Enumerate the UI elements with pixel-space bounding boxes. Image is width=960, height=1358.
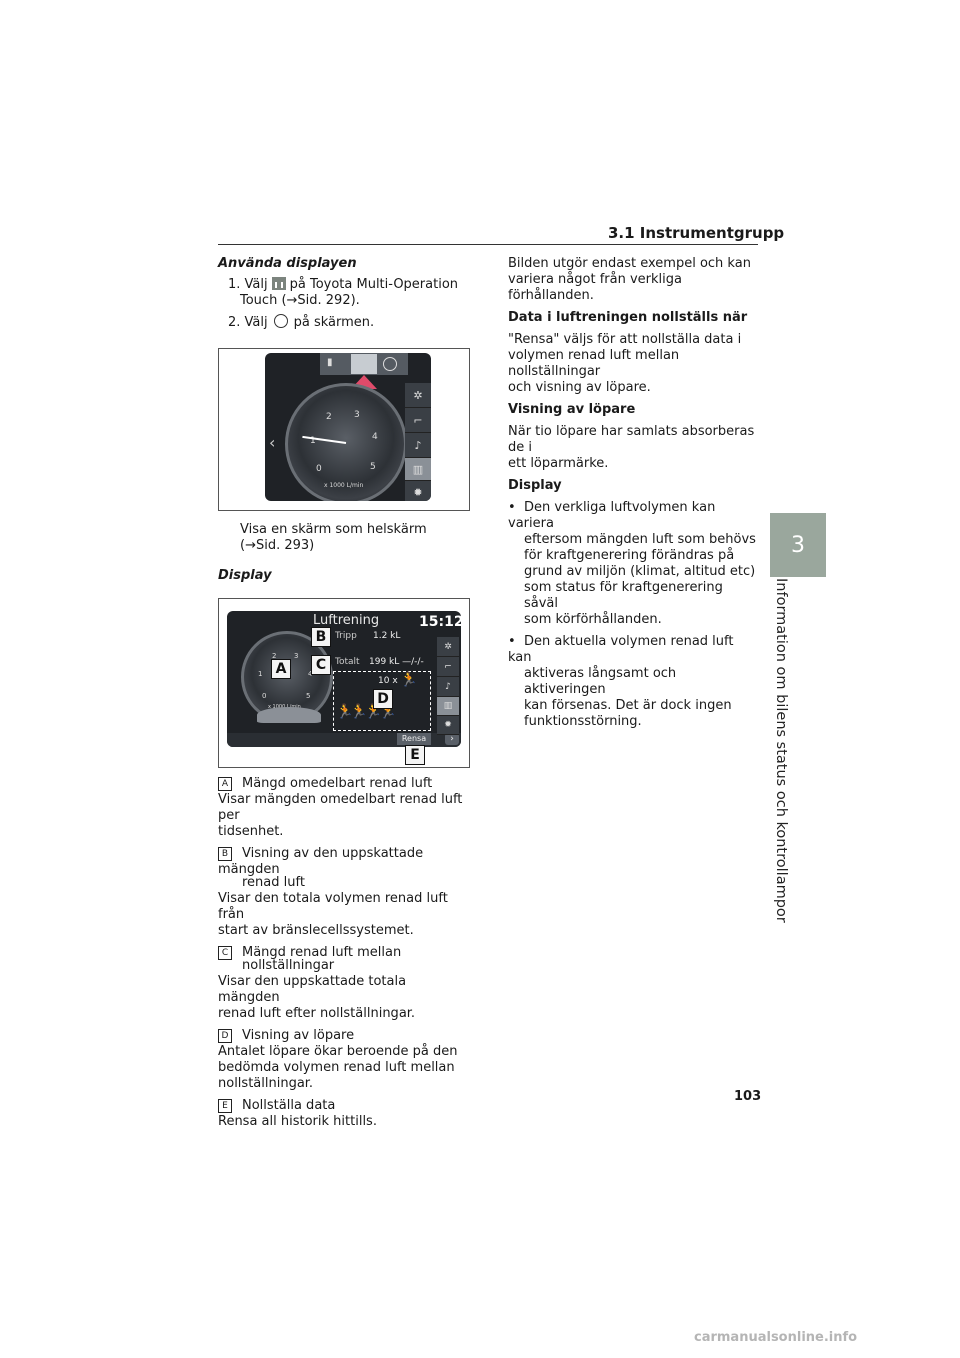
clear-button[interactable]: Rensa <box>397 733 431 745</box>
figure-air-purification: Luftrening 15:12 Tripp 1.2 kL Totalt 199… <box>218 598 470 768</box>
trip-label: Tripp <box>335 631 357 641</box>
display-screen-2: Luftrening 15:12 Tripp 1.2 kL Totalt 199… <box>227 611 461 747</box>
music-icon[interactable]: ♪ <box>437 677 459 697</box>
display-screen-1: ▮ ‹ 0 1 2 3 4 5 x 1000 L/min ✲ ⌐ ♪ ▥ ✹ <box>265 353 431 501</box>
chapter-title: Information om bilens status och kontrol… <box>773 578 789 923</box>
watermark[interactable]: carmanualsonline.info <box>694 1330 858 1345</box>
callout-a: A <box>271 659 291 679</box>
reset-text: "Rensa" väljs för att nollställa data i … <box>508 332 742 395</box>
air-title: Luftrening <box>313 613 380 628</box>
gear-icon[interactable]: ✹ <box>437 716 459 735</box>
airflow-dial: 0 1 2 3 4 5 x 1000 L/min <box>285 383 407 501</box>
side-button-column-2: ✲ ⌐ ♪ ▥ ✹ <box>437 637 459 735</box>
note-fullscreen: Visa en skärm som helskärm (→Sid. 293) D… <box>218 522 470 584</box>
intro-text: Bilden utgör endast exempel och kan vari… <box>508 256 751 303</box>
chevron-left-icon[interactable]: ‹ <box>269 433 276 452</box>
heading-reset: Data i luftreningen nollställs när <box>508 310 748 325</box>
chevron-right-icon[interactable]: › <box>445 733 459 745</box>
trip-value: 1.2 kL <box>373 631 401 641</box>
side-button-column: ✲ ⌐ ♪ ▥ ✹ <box>405 383 431 501</box>
gauge-icon <box>273 314 288 328</box>
chapter-title-vertical: Information om bilens status och kontrol… <box>769 578 809 923</box>
callout-e: E <box>405 745 425 765</box>
heading-display-right: Display <box>508 478 562 493</box>
bullet-1: •Den verkliga luftvolymen kan variera ef… <box>508 500 756 627</box>
callout-d: D <box>373 689 393 709</box>
dial-needle <box>302 435 347 444</box>
music-icon[interactable]: ♪ <box>405 433 431 458</box>
callout-c: C <box>311 655 331 675</box>
right-column: Bilden utgör endast exempel och kan vari… <box>508 256 760 730</box>
total-value: 199 kL —/-/- <box>369 657 424 667</box>
chapter-tab: 3 <box>770 513 826 577</box>
heading-runners: Visning av löpare <box>508 402 636 417</box>
heading-display: Display <box>218 568 272 583</box>
gear-icon[interactable]: ✹ <box>405 481 431 501</box>
callout-b: B <box>311 627 331 647</box>
page-number: 103 <box>734 1089 762 1104</box>
runner-text: När tio löpare har samlats absorberas de… <box>508 424 755 471</box>
fan-icon[interactable]: ✲ <box>405 383 431 408</box>
gauge-tab-selected[interactable] <box>351 354 377 374</box>
runner-count: 10 x <box>378 676 398 686</box>
fuel-tab-icon[interactable]: ▮ <box>327 357 333 368</box>
step-1-ref: Touch (→Sid. 292). <box>240 293 360 308</box>
section-header: 3.1 Instrumentgrupp <box>608 224 785 242</box>
bar-chart-icon <box>271 277 286 290</box>
bullet-2: •Den aktuella volymen renad luft kan akt… <box>508 634 734 729</box>
fan-icon[interactable]: ✲ <box>437 637 459 657</box>
bar-chart-button[interactable]: ▥ <box>437 697 459 716</box>
header-rule <box>218 244 758 245</box>
total-label: Totalt <box>335 657 360 667</box>
car-image <box>257 707 321 723</box>
seat-icon[interactable]: ⌐ <box>437 657 459 677</box>
figure-screen-select: ▮ ‹ 0 1 2 3 4 5 x 1000 L/min ✲ ⌐ ♪ ▥ ✹ <box>218 348 470 511</box>
clock-time: 15:12 <box>419 614 461 630</box>
seat-icon[interactable]: ⌐ <box>405 408 431 433</box>
heading-using-display: Använda displayen <box>218 256 357 271</box>
clock-tab-icon[interactable] <box>383 357 397 371</box>
runner-icon: 🏃 <box>400 672 418 688</box>
bar-chart-button[interactable]: ▥ <box>405 458 431 481</box>
